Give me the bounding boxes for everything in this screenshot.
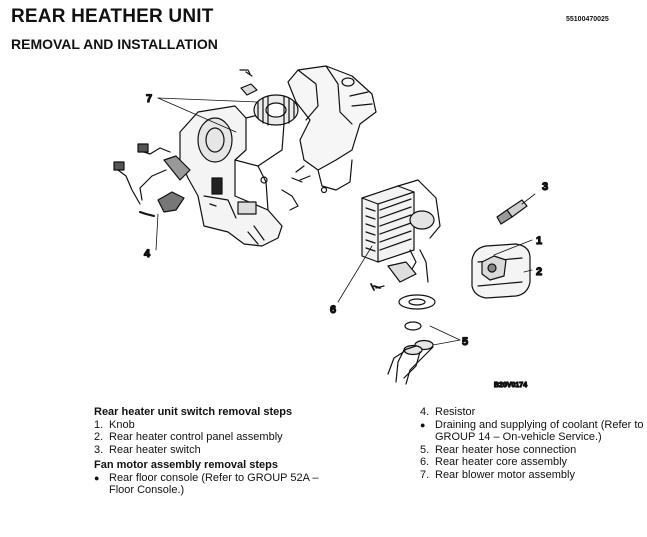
callout-5: 5 — [462, 336, 468, 348]
right-steps-column: 4. Resistor ● Draining and supplying of … — [420, 406, 645, 481]
heater-core — [361, 179, 441, 289]
bullet-icon: ● — [420, 419, 426, 430]
control-panel — [471, 243, 531, 299]
switch-removal-heading: Rear heater unit switch removal steps — [94, 406, 293, 418]
page-title: REAR HEATHER UNIT — [11, 6, 214, 27]
callout-1: 1 — [536, 235, 542, 247]
list-item: 3. Rear heater switch — [94, 443, 201, 456]
left-steps-column: Rear heater unit switch removal steps 1.… — [94, 406, 324, 497]
list-item: 2. Rear heater control panel assembly — [94, 431, 283, 443]
list-item: 4. Resistor — [420, 406, 476, 418]
list-item: 1. Knob — [94, 418, 135, 431]
list-item: ● Rear floor console (Refer to GROUP 52A… — [94, 471, 319, 497]
figure-code: B20V0174 — [494, 382, 527, 389]
screws — [209, 69, 381, 291]
callout-2: 2 — [536, 266, 542, 278]
callout-3: 3 — [542, 181, 548, 193]
blower-fan — [240, 83, 299, 126]
heater-case — [260, 65, 377, 211]
callout-6: 6 — [330, 304, 336, 316]
list-item: 5. Rear heater hose connection — [420, 443, 577, 456]
list-item: ● Draining and supplying of coolant (Ref… — [420, 418, 644, 444]
callout-7: 7 — [146, 93, 152, 105]
leader-lines — [155, 97, 536, 346]
bullet-icon: ● — [94, 472, 100, 483]
page-subtitle: REMOVAL AND INSTALLATION — [11, 36, 218, 52]
switch-wiring — [113, 143, 191, 217]
fan-removal-heading: Fan motor assembly removal steps — [94, 459, 279, 471]
list-item: 7. Rear blower motor assembly — [420, 468, 575, 481]
blower-housing — [179, 105, 285, 247]
document-number: 55100470025 — [566, 16, 609, 23]
callout-4: 4 — [144, 248, 151, 260]
list-item: 6. Rear heater core assembly — [420, 456, 568, 468]
heater-hose — [387, 294, 436, 385]
exploded-diagram: 7 3 1 2 4 6 5 B20V0174 — [113, 65, 549, 390]
